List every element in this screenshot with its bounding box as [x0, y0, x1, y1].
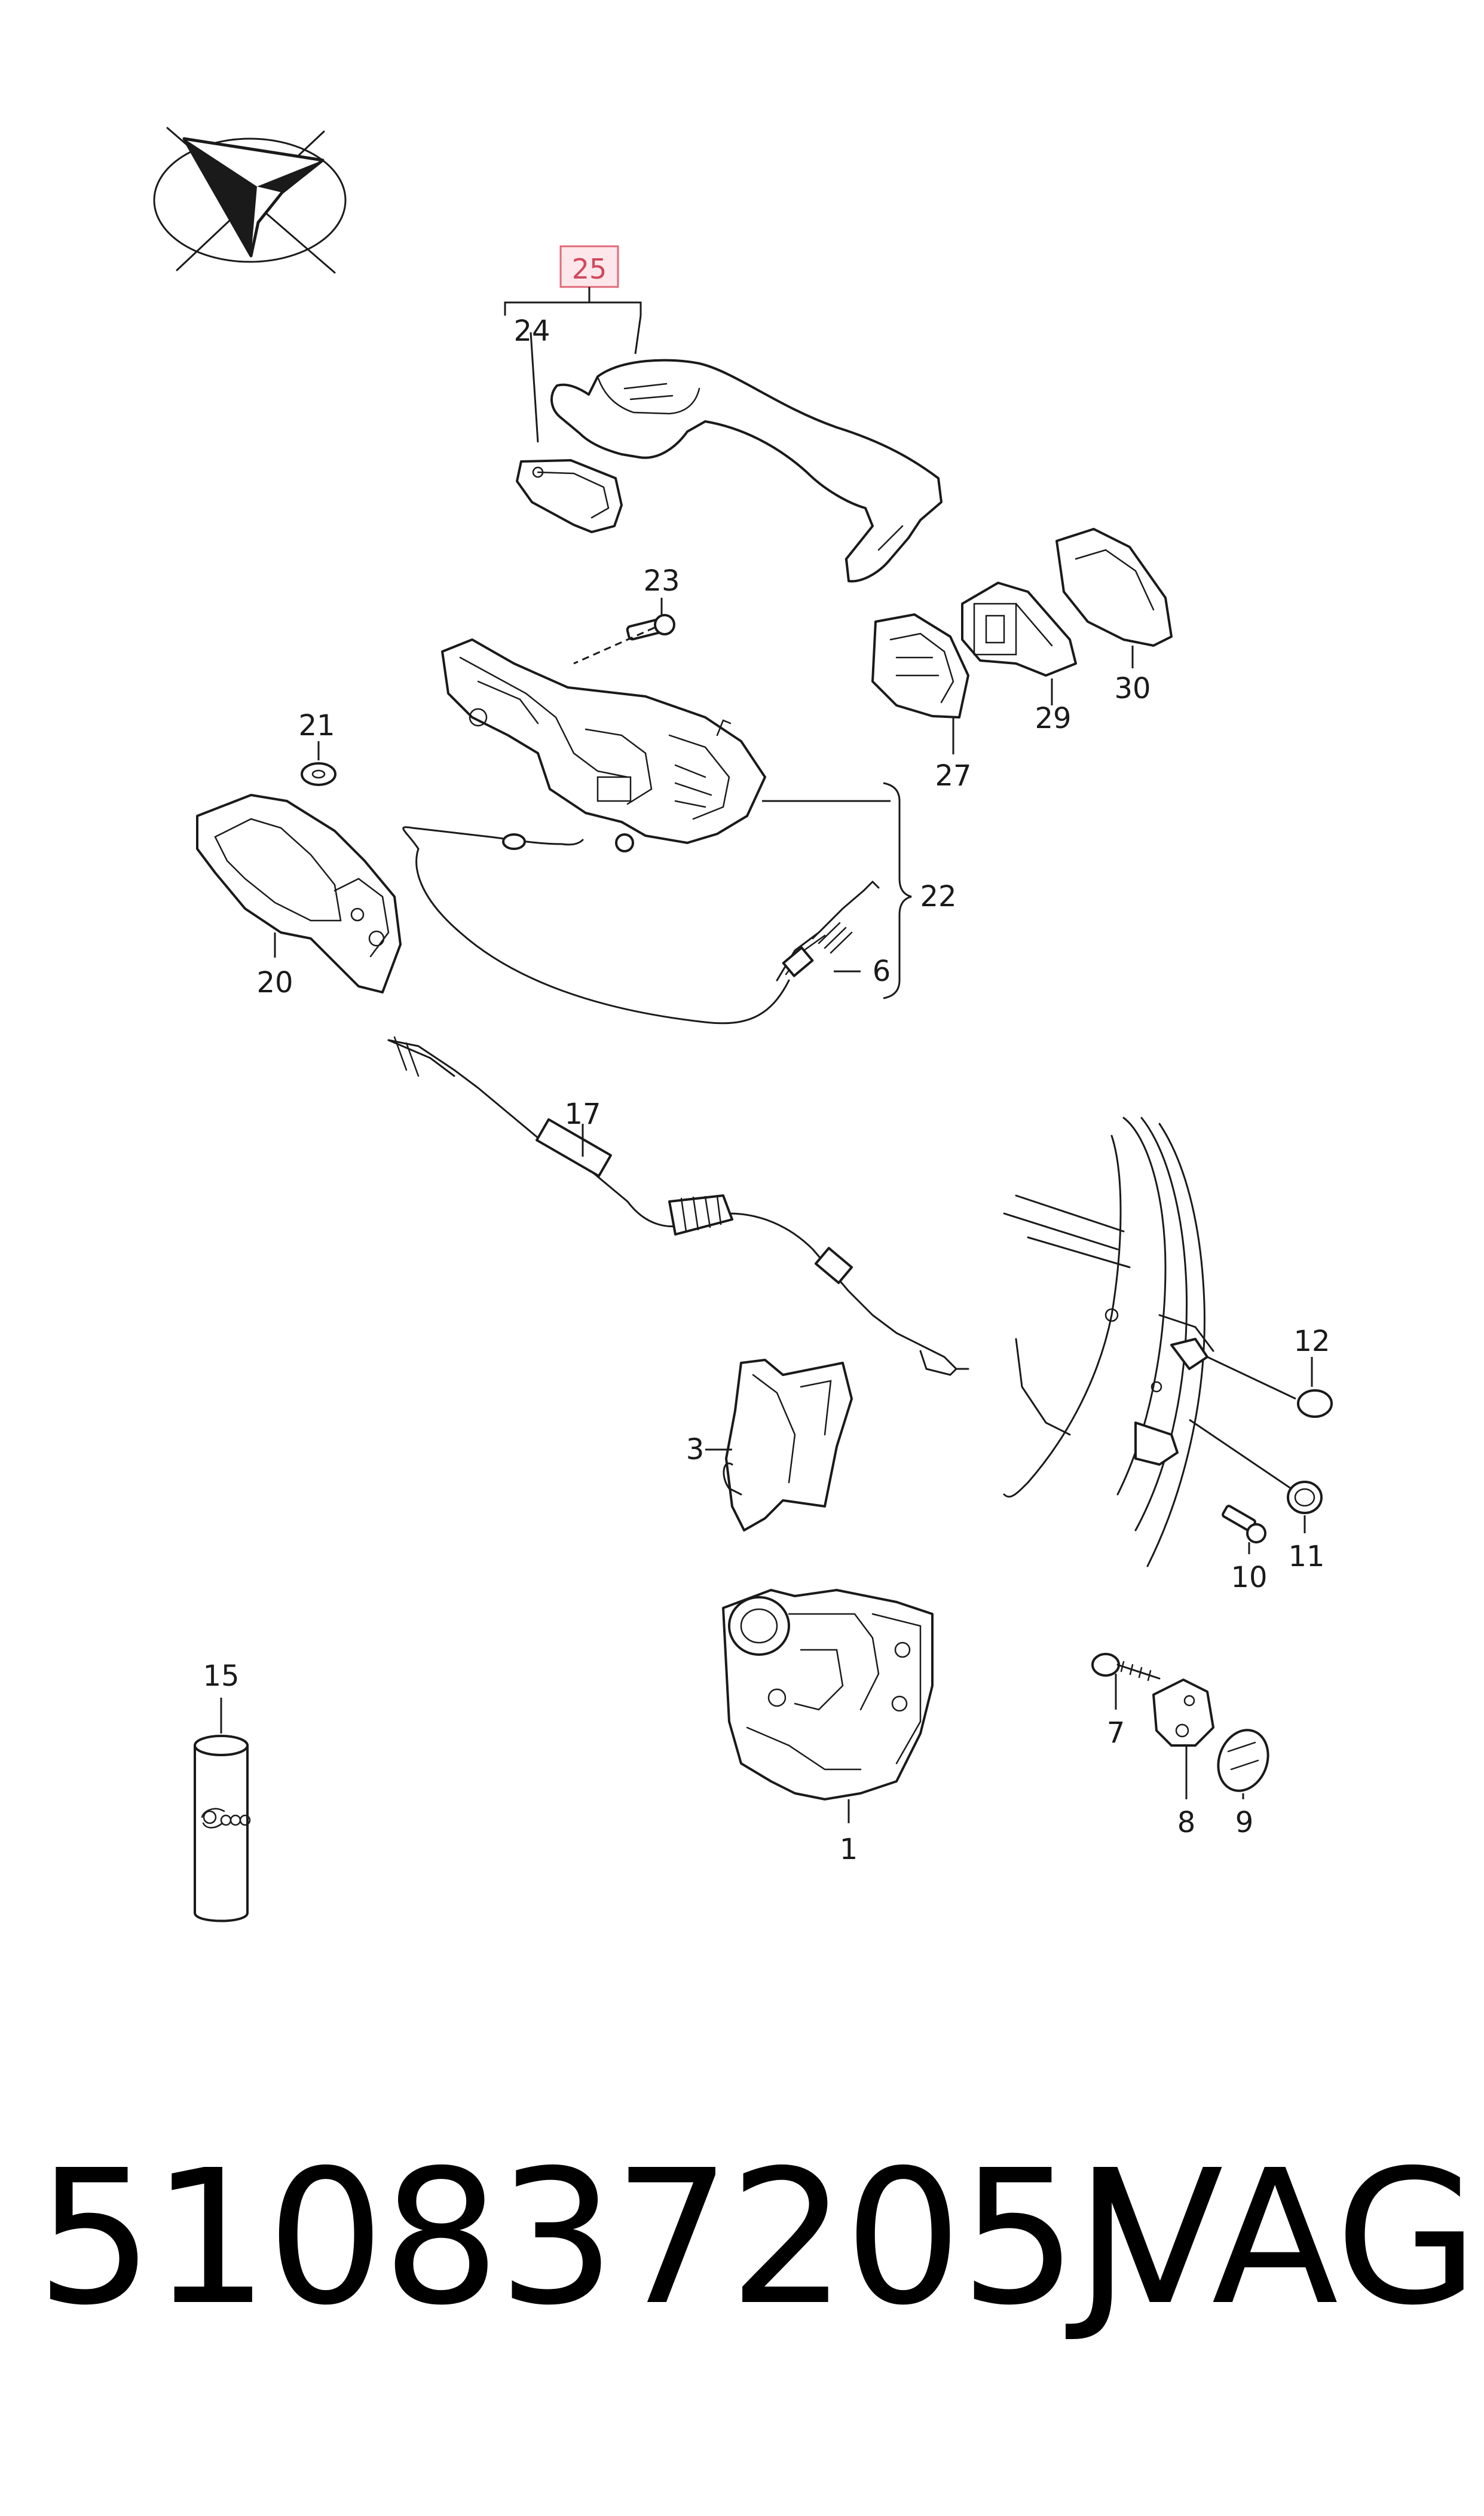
svg-text:25: 25 [572, 253, 607, 285]
part-6-cable: 6 [402, 826, 891, 1025]
svg-text:1: 1 [840, 1833, 858, 1866]
svg-text:17: 17 [564, 1097, 601, 1131]
part-25-exterior-handle [550, 359, 943, 583]
svg-text:3: 3 [686, 1433, 705, 1466]
part-1-door-lock: 1 [722, 1589, 934, 1866]
part-27-cover: 27 [871, 613, 972, 793]
part-11-plug: 11 [1189, 1419, 1325, 1573]
part-number: 510837205J [36, 2130, 1130, 2346]
part-23-screw: 23 [573, 564, 680, 665]
part-7-screw: 7 [1091, 1653, 1161, 1750]
part-9-shim: 9 [1217, 1729, 1269, 1839]
svg-text:8: 8 [1177, 1806, 1196, 1839]
part-12-plug: 12 [1207, 1325, 1333, 1418]
svg-text:29: 29 [1035, 702, 1071, 735]
svg-text:22: 22 [920, 880, 956, 913]
svg-text:9: 9 [1235, 1806, 1254, 1839]
part-8-striker: 8 [1152, 1679, 1214, 1839]
callout-25: 25 [504, 245, 642, 354]
direction-arrow-icon [153, 127, 347, 274]
part-21-washer: 21 [298, 709, 336, 786]
svg-text:30: 30 [1114, 672, 1151, 705]
svg-text:6: 6 [873, 955, 891, 988]
svg-text:20: 20 [256, 966, 293, 999]
part-30-cap: 30 [1055, 528, 1173, 705]
part-17-cable: 17 [387, 1036, 969, 1376]
part-3-bracket: 3 [686, 1359, 853, 1531]
part-10-bolt: 10 [1222, 1505, 1268, 1594]
part-24-handle-gasket: 24 [513, 314, 623, 533]
part-15-spray-can: 15 [194, 1659, 251, 1922]
door-frame [1003, 1117, 1214, 1567]
svg-text:27: 27 [935, 759, 971, 793]
part-20-inner-handle: 20 [196, 794, 402, 999]
svg-text:15: 15 [203, 1659, 239, 1693]
part-29-lock-cylinder-housing: 29 [961, 582, 1077, 735]
svg-text:23: 23 [643, 564, 680, 598]
part-22-handle-carrier: 22 [441, 638, 957, 999]
svg-text:11: 11 [1288, 1540, 1324, 1573]
svg-text:7: 7 [1107, 1716, 1125, 1750]
svg-text:12: 12 [1293, 1325, 1330, 1358]
svg-text:24: 24 [513, 314, 550, 348]
svg-text:10: 10 [1231, 1561, 1267, 1594]
svg-text:21: 21 [298, 709, 335, 742]
brand-label: VAG [1097, 2130, 1479, 2346]
